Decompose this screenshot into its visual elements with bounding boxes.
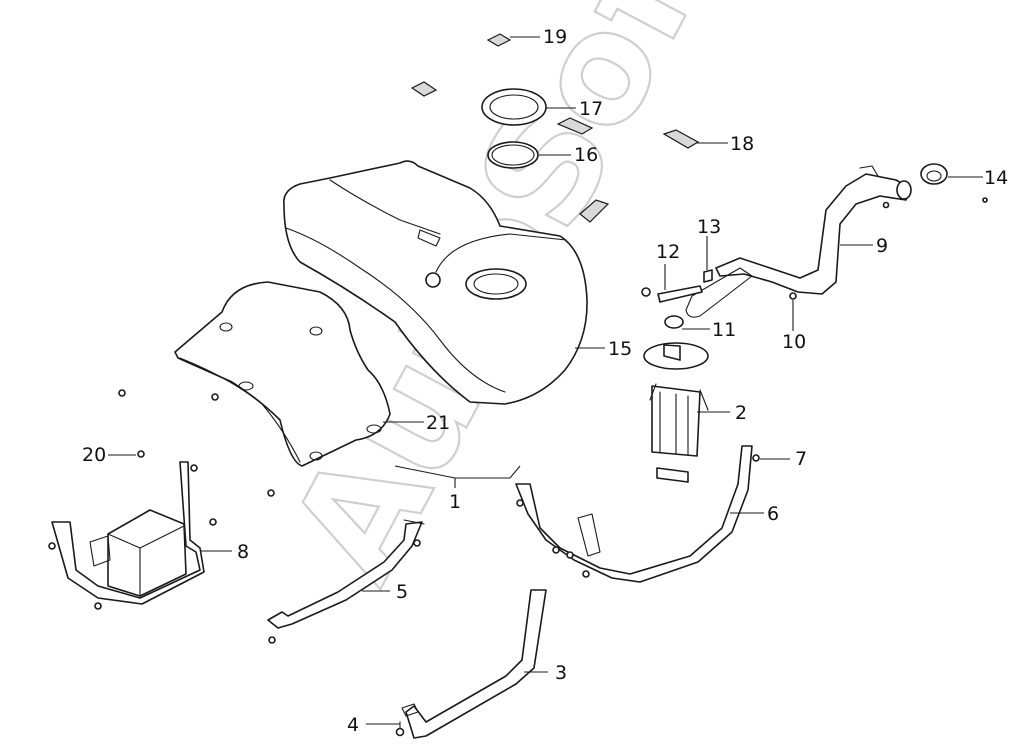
callout-3: 3 [555,662,567,684]
callout-8: 8 [237,541,249,563]
bolt-4 [395,721,405,737]
fuel-cap-14 [920,163,988,203]
bolt-7 [752,454,760,462]
clip-20 [137,450,145,458]
pad-loose [410,81,610,223]
fuel-tank [283,160,588,405]
callout-17: 17 [579,98,603,120]
hose-clamp-11 [664,315,684,329]
lock-ring-17 [481,88,547,126]
callout-14: 14 [984,167,1008,189]
callout-19: 19 [543,26,567,48]
charcoal-canister [48,461,217,610]
callout-5: 5 [396,581,408,603]
callout-9: 9 [876,235,888,257]
callout-18: 18 [730,133,754,155]
fuel-tank-strap-5 [267,519,425,644]
gasket-16 [487,141,539,169]
pad-19 [486,33,512,47]
callout-labels: 1 2 3 4 5 6 7 8 9 10 11 12 13 14 15 16 1… [82,26,1008,736]
clip-13 [703,269,713,283]
callout-4: 4 [347,714,359,736]
filler-neck [685,165,912,318]
callout-20: 20 [82,444,106,466]
fuel-pump-module [643,342,709,483]
fuel-tank-strap-6 [515,445,753,583]
hose-12 [641,285,703,303]
callout-15: 15 [608,338,632,360]
leader-lines [108,36,983,725]
callout-13: 13 [697,216,721,238]
callout-12: 12 [656,241,680,263]
callout-11: 11 [712,319,736,341]
clamp-10 [789,292,797,300]
fuel-tank-strap-3 [401,589,547,739]
callout-1: 1 [449,491,461,513]
callout-7: 7 [795,448,807,470]
callout-21: 21 [426,412,450,434]
callout-16: 16 [574,144,598,166]
pad-18 [662,129,700,149]
callout-6: 6 [767,503,779,525]
loose-clips [118,389,275,497]
callout-10: 10 [782,331,806,353]
callout-2: 2 [735,402,747,424]
heat-shield [174,281,391,467]
